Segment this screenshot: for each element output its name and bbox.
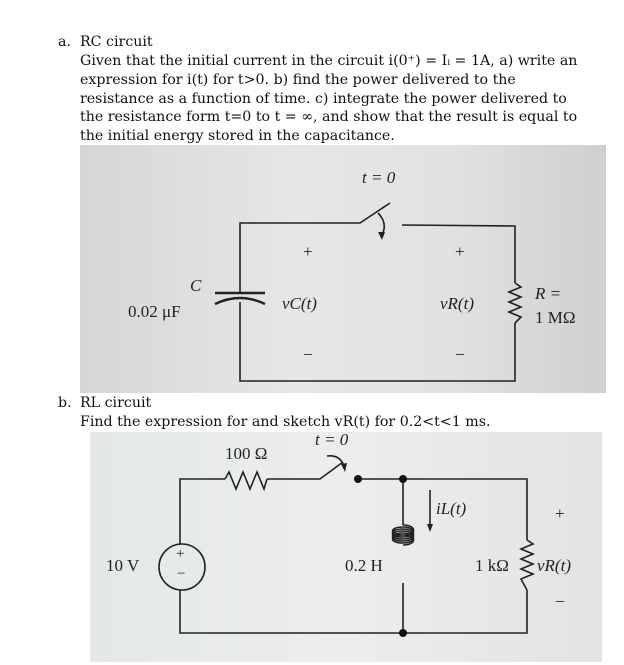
source-minus: − bbox=[177, 566, 186, 582]
wire bbox=[358, 478, 528, 540]
wire bbox=[179, 590, 528, 634]
vr-minus: − bbox=[555, 592, 565, 611]
vr-plus: + bbox=[555, 504, 565, 523]
inductor-icon bbox=[391, 524, 415, 546]
wire bbox=[179, 478, 225, 544]
resistor-1k-icon bbox=[518, 539, 536, 591]
part-b-marker: b. bbox=[58, 395, 72, 411]
r-symbol: R = bbox=[535, 284, 562, 303]
part-a-line: resistance as a function of time. c) int… bbox=[80, 91, 567, 107]
part-b-line: Find the expression for and sketch vR(t)… bbox=[80, 414, 491, 430]
rc-circuit-figure bbox=[80, 145, 606, 393]
rl-circuit-figure bbox=[90, 432, 602, 662]
series-r-label: 100 Ω bbox=[225, 444, 268, 463]
r-value: 1 MΩ bbox=[535, 308, 576, 327]
switch-label: t = 0 bbox=[315, 430, 349, 449]
terminal-dot bbox=[354, 475, 362, 483]
part-a-marker: a. bbox=[58, 34, 71, 50]
cap-symbol: C bbox=[190, 276, 202, 295]
node-dot bbox=[399, 475, 407, 483]
vr-label: vR(t) bbox=[537, 556, 571, 575]
wire bbox=[239, 302, 516, 382]
part-a-heading: RC circuit bbox=[80, 34, 153, 50]
part-a-line: expression for i(t) for t>0. b) find the… bbox=[80, 72, 516, 88]
vr-plus: + bbox=[455, 242, 465, 261]
part-a-line: the initial energy stored in the capacit… bbox=[80, 128, 395, 144]
part-a-line: Given that the initial current in the ci… bbox=[80, 53, 578, 69]
source-plus: + bbox=[176, 546, 185, 562]
vc-label: vC(t) bbox=[282, 294, 317, 313]
voltage-source-icon bbox=[158, 543, 206, 591]
node-dot bbox=[399, 629, 407, 637]
part-b-heading: RL circuit bbox=[80, 395, 152, 411]
part-a-line: the resistance form t=0 to t = ∞, and sh… bbox=[80, 109, 578, 125]
cap-value: 0.02 μF bbox=[128, 302, 181, 321]
wire bbox=[239, 202, 391, 293]
wire bbox=[401, 224, 516, 283]
resistor-100-icon bbox=[224, 469, 268, 492]
resistor-icon bbox=[506, 282, 524, 324]
source-label: 10 V bbox=[106, 556, 140, 575]
capacitor-plate-curved bbox=[214, 296, 266, 306]
vc-minus: − bbox=[303, 345, 313, 364]
switch-label: t = 0 bbox=[362, 168, 396, 187]
vr-minus: − bbox=[455, 345, 465, 364]
switch bbox=[267, 461, 344, 480]
il-label: iL(t) bbox=[436, 499, 467, 518]
load-r-label: 1 kΩ bbox=[475, 556, 509, 575]
vr-label: vR(t) bbox=[440, 294, 474, 313]
vc-plus: + bbox=[303, 242, 313, 261]
inductor-label: 0.2 H bbox=[345, 556, 383, 575]
